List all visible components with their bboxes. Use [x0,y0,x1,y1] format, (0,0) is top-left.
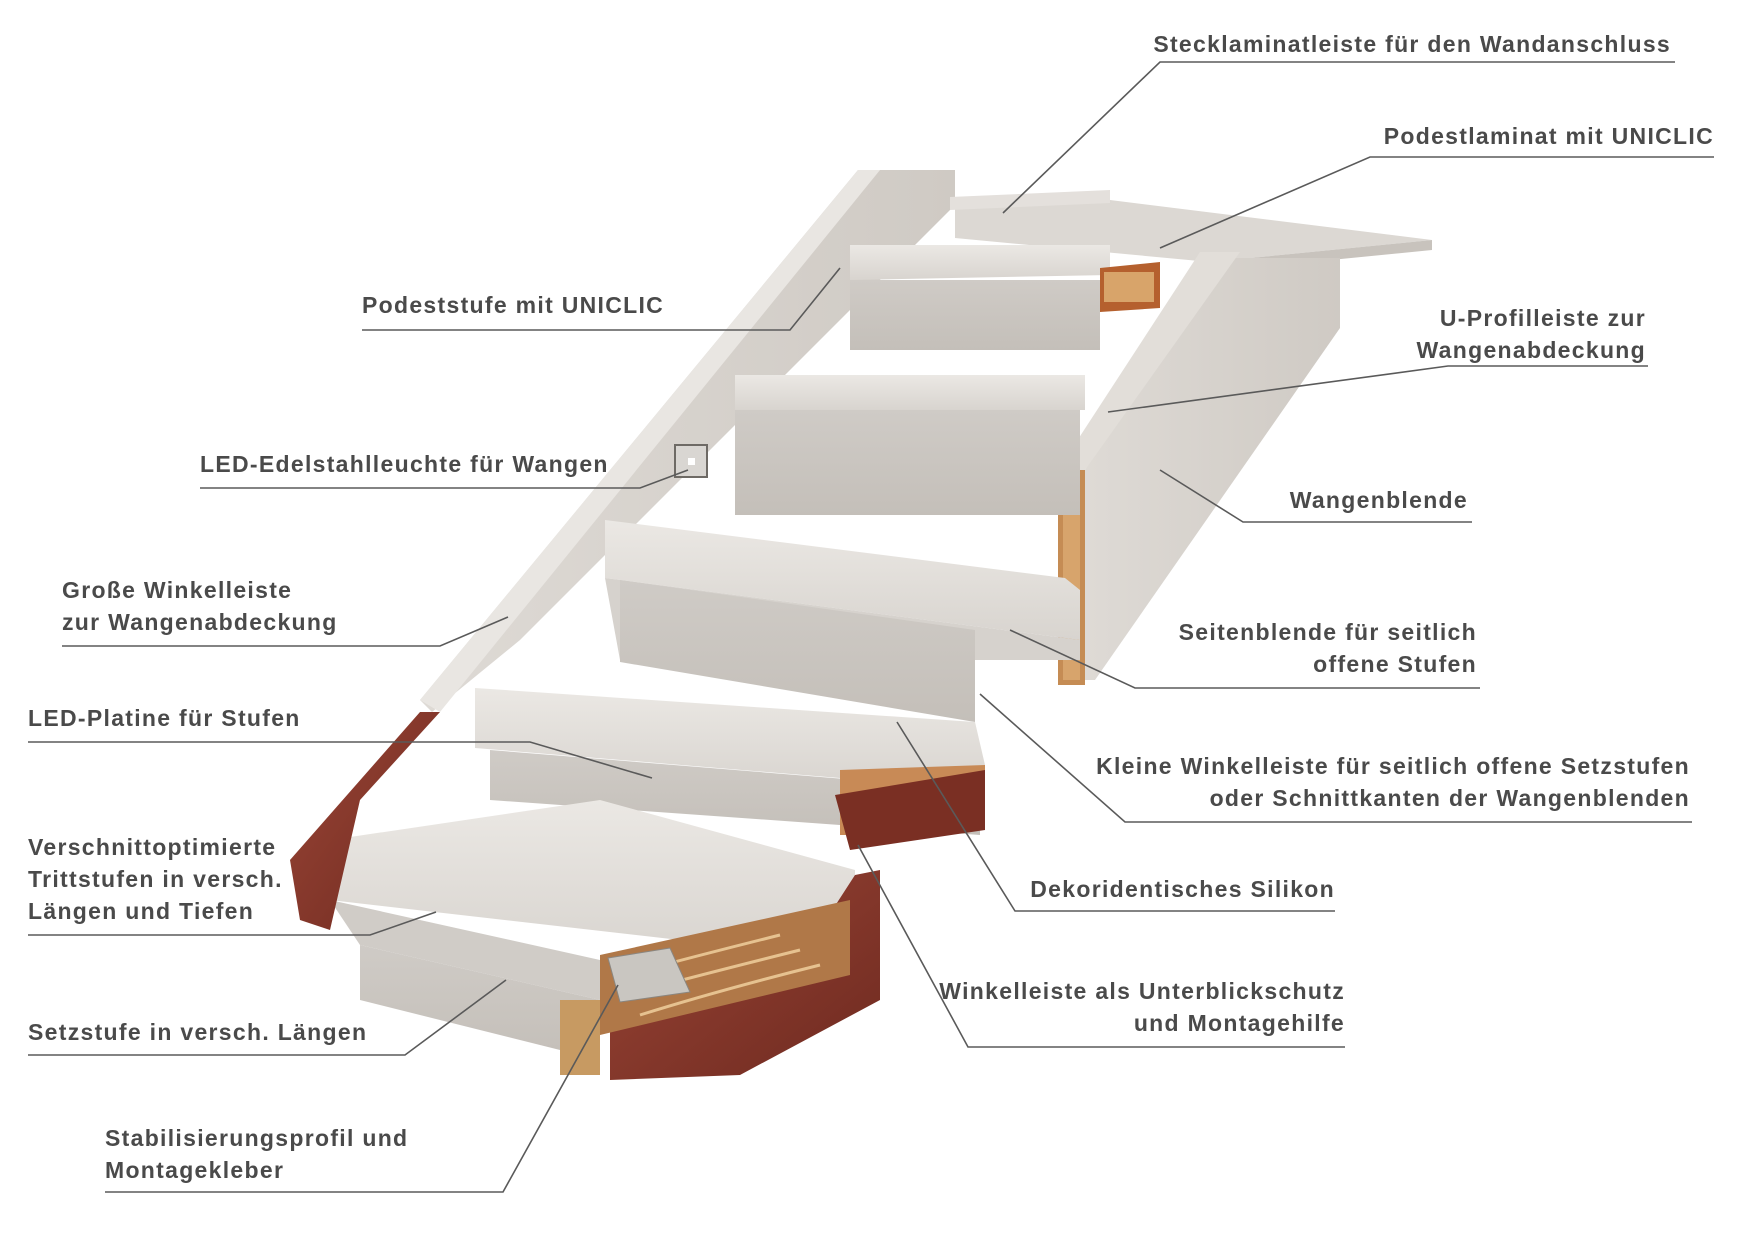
led-wall-light [674,444,708,478]
label-unterblickschutz: Winkelleiste als Unterblickschutz und Mo… [939,975,1345,1039]
label-wangenblende: Wangenblende [1290,484,1468,516]
label-stabilisierungsprofil: Stabilisierungsprofil und Montagekleber [105,1122,408,1186]
leader-wangenblende [1159,469,1472,523]
step-3 [605,520,1080,722]
label-grosse-winkelleiste: Große Winkelleiste zur Wangenabdeckung [62,574,338,638]
leader-setzstufe [28,979,507,1056]
label-line: Montagekleber [105,1157,285,1183]
label-seitenblende: Seitenblende für seitlich offene Stufen [1179,616,1477,680]
label-led-edelstahlleuchte: LED-Edelstahlleuchte für Wangen [200,448,609,480]
label-text: LED-Platine für Stufen [28,705,301,731]
leader-seitenblende [1009,629,1480,689]
leader-stabilisierung [105,984,619,1193]
leader-podeststufe [362,267,841,331]
label-line: Längen und Tiefen [28,898,255,924]
left-stringer [420,170,955,712]
leader-stecklaminat [1002,61,1675,214]
leader-podestlaminat [1159,156,1714,249]
label-line: Große Winkelleiste [62,577,293,603]
leader-led-platine [28,741,653,779]
step-4 [735,375,1085,515]
label-text: Podeststufe mit UNICLIC [362,292,665,318]
leader-grosse-winkelleiste [62,616,509,647]
label-line: Wangenabdeckung [1416,337,1646,363]
label-line: Trittstufen in versch. [28,866,283,892]
label-setzstufe: Setzstufe in versch. Längen [28,1016,367,1048]
label-text: Stecklaminatleiste für den Wandanschluss [1153,31,1671,57]
label-led-platine: LED-Platine für Stufen [28,702,301,734]
label-line: Winkelleiste als Unterblickschutz [939,978,1345,1004]
label-line: oder Schnittkanten der Wangenblenden [1209,785,1690,811]
label-podestlaminat: Podestlaminat mit UNICLIC [1384,120,1714,152]
leader-u-profil [1107,365,1648,413]
label-line: und Montagehilfe [1133,1010,1345,1036]
label-line: zur Wangenabdeckung [62,609,338,635]
label-line: Stabilisierungsprofil und [105,1125,409,1151]
label-podeststufe: Podeststufe mit UNICLIC [362,289,664,321]
label-line: U-Profilleiste zur [1439,305,1646,331]
label-line: Seitenblende für seitlich [1178,619,1477,645]
leader-led-leuchte [200,469,689,489]
label-text: Wangenblende [1289,487,1468,513]
leader-lines [28,61,1714,1193]
label-stecklaminatleiste: Stecklaminatleiste für den Wandanschluss [1153,28,1671,60]
right-stringer [1058,252,1340,685]
leader-trittstufen [28,911,437,936]
top-step [850,245,1160,350]
label-trittstufen: Verschnittoptimierte Trittstufen in vers… [28,831,283,927]
label-line: Verschnittoptimierte [28,834,277,860]
label-line: Kleine Winkelleiste für seitlich offene … [1096,753,1690,779]
label-text: Dekoridentisches Silikon [1030,876,1335,902]
leader-unterblickschutz [857,844,1345,1048]
label-text: Podestlaminat mit UNICLIC [1383,123,1714,149]
label-line: offene Stufen [1313,651,1477,677]
label-silikon: Dekoridentisches Silikon [1030,873,1335,905]
label-u-profilleiste: U-Profilleiste zur Wangenabdeckung [1417,302,1647,366]
label-kleine-winkelleiste: Kleine Winkelleiste für seitlich offene … [1096,750,1690,814]
leader-silikon [896,721,1335,912]
leader-kleine-winkelleiste [979,693,1692,823]
brick-substructure [290,712,985,1080]
label-text: Setzstufe in versch. Längen [28,1019,368,1045]
label-text: LED-Edelstahlleuchte für Wangen [200,451,609,477]
